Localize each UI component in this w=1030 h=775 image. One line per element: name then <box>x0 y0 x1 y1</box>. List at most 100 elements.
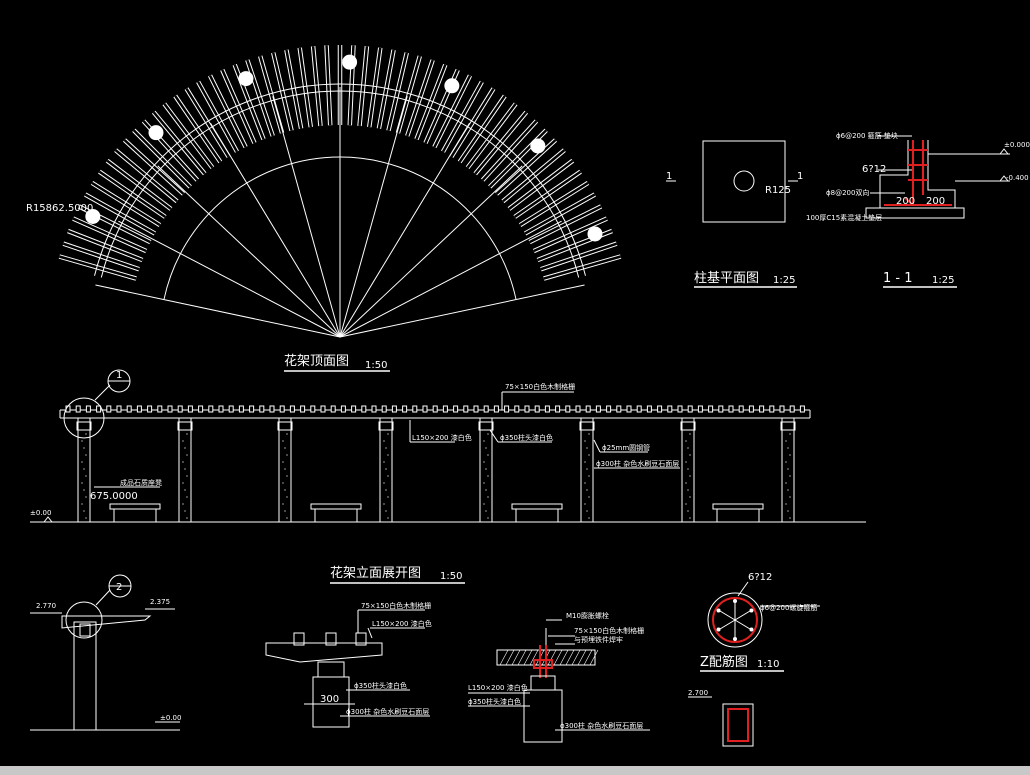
rebar-stirrup-label: ϕ6@200螺旋箍筋 <box>760 603 817 612</box>
found-mid-label: ϕ8@200双向 <box>826 188 869 197</box>
elev-column-texture <box>485 489 487 491</box>
hatch-line <box>559 649 569 666</box>
elev-slat <box>85 405 91 413</box>
elev-slat <box>565 405 571 413</box>
elev-slat <box>442 405 448 413</box>
elev-slat <box>677 405 683 413</box>
hatch-line <box>577 649 587 666</box>
top-plan-view <box>58 45 622 338</box>
fan-slat-inner <box>502 149 566 203</box>
elev-column-texture <box>483 440 485 442</box>
fan-column <box>444 78 460 94</box>
elev-slat <box>483 405 489 413</box>
elev-column-texture <box>184 468 186 470</box>
elev-column <box>178 417 192 523</box>
hatch-line <box>511 649 521 666</box>
fan-slat-inner <box>132 129 192 188</box>
fan-ray <box>95 284 341 338</box>
elev-slat <box>361 405 367 413</box>
fan-slat-inner <box>62 242 140 271</box>
elev-slat <box>453 405 459 413</box>
elev-column-texture <box>785 440 787 442</box>
elev-slat <box>320 405 326 413</box>
elev-slat <box>728 405 734 413</box>
elev-column-texture <box>685 503 687 505</box>
fan-slat-inner <box>152 111 206 175</box>
elev-column-texture <box>785 503 787 505</box>
found-bottom-label: 100厚C15素混凝土垫层 <box>806 213 882 222</box>
elev-column-texture <box>685 482 687 484</box>
elev-column-texture <box>485 447 487 449</box>
elev-slat <box>463 405 469 413</box>
elev-slat <box>616 405 622 413</box>
elev-slat <box>116 405 122 413</box>
elev-dim-label: 675.0000 <box>90 491 138 502</box>
elev-slat <box>198 405 204 413</box>
fan-slat-inner <box>221 69 256 144</box>
elev-column-texture <box>789 475 791 477</box>
fan-arcs <box>94 83 586 300</box>
section-title: 1 - 1 <box>883 271 913 286</box>
fan-column <box>530 138 546 154</box>
detail-level-3: ±0.00 <box>160 714 181 722</box>
radius-label: R15862.5000 <box>26 203 93 214</box>
bench-seat <box>310 503 362 510</box>
elev-slat <box>718 405 724 413</box>
hatch-line <box>583 649 593 666</box>
elevation-scale: 1:50 <box>440 571 462 582</box>
elev-column-texture <box>789 517 791 519</box>
elev-column-texture <box>483 461 485 463</box>
elev-slat <box>534 405 540 413</box>
elev-slat <box>218 405 224 413</box>
hatch-line <box>523 649 533 666</box>
elev-column-texture <box>383 482 385 484</box>
beam-arc-inner <box>100 90 580 278</box>
fan-slat-inner <box>396 55 421 134</box>
elev-column-texture <box>186 454 188 456</box>
elev-slat <box>75 405 81 413</box>
detail-level-2: 2.375 <box>150 598 170 606</box>
top-plan-title: 花架顶面图 <box>284 353 349 369</box>
elev-column-texture <box>83 489 85 491</box>
fan-slat-inner <box>72 217 147 253</box>
elev-column-texture <box>184 510 186 512</box>
elev-column-texture <box>485 468 487 470</box>
elev-slat <box>106 405 112 413</box>
elev-slat <box>626 405 632 413</box>
d3-cap-label: ϕ350柱头漆白色 <box>468 697 521 706</box>
d3-bolt-label: M10膨胀螺栓 <box>566 611 609 620</box>
elev-level-label: ±0.00 <box>30 509 51 517</box>
rebar-section <box>688 581 820 747</box>
elev-slat <box>422 405 428 413</box>
bench-seat <box>109 503 161 510</box>
elev-column-texture <box>85 496 87 498</box>
fan-slat-inner <box>311 46 322 127</box>
found-dim-b: 200 <box>926 196 945 207</box>
elev-column-texture <box>785 461 787 463</box>
elev-slat <box>340 405 346 413</box>
r125-label: R125 <box>765 185 791 196</box>
elev-column-texture <box>385 468 387 470</box>
elev-slat <box>259 405 265 413</box>
elev-slat <box>667 405 673 413</box>
elev-slat <box>412 405 418 413</box>
elev-column-texture <box>689 475 691 477</box>
elev-column-texture <box>383 461 385 463</box>
elev-column-texture <box>689 496 691 498</box>
inner-arc <box>163 156 517 300</box>
elev-column-cap <box>478 421 494 431</box>
elev-column-texture <box>689 454 691 456</box>
elev-column-texture <box>689 433 691 435</box>
elev-slat <box>269 405 275 413</box>
elev-column-texture <box>186 475 188 477</box>
elev-rod-label: ϕ25mm圆钢管 <box>602 443 650 452</box>
fan-ray <box>210 122 341 338</box>
elev-column-texture <box>387 475 389 477</box>
elev-slat <box>646 405 652 413</box>
hatch-line <box>589 649 599 666</box>
fan-slat-inner <box>415 64 447 140</box>
elev-slat <box>208 405 214 413</box>
elev-column-texture <box>81 440 83 442</box>
elev-column-texture <box>689 517 691 519</box>
elev-column-texture <box>586 468 588 470</box>
